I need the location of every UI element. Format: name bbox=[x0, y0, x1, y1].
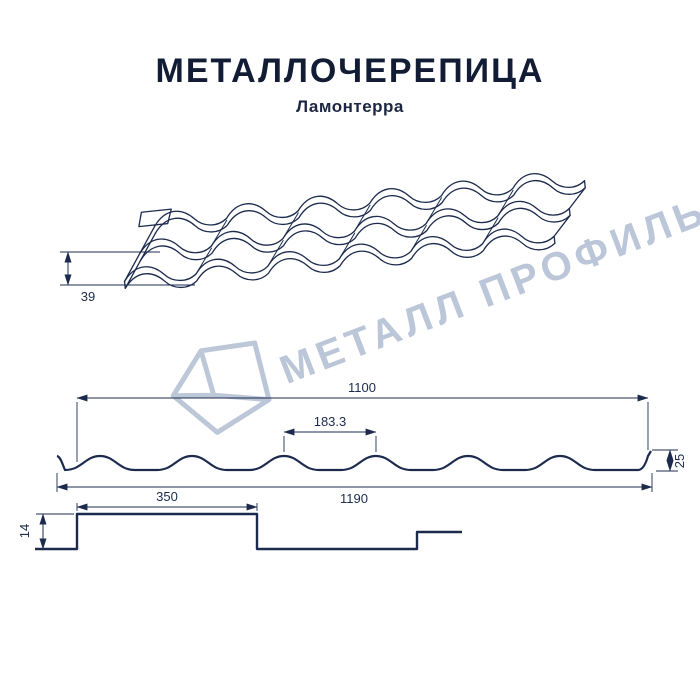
roof-right-edge bbox=[553, 180, 586, 244]
roof-row-2 bbox=[139, 200, 570, 255]
roof-row-3-step bbox=[124, 235, 556, 289]
step-outline bbox=[35, 512, 462, 551]
roof-left-edge bbox=[123, 225, 157, 289]
roof-ridge-cap bbox=[138, 208, 172, 228]
metall-profil-logo-icon bbox=[170, 340, 272, 435]
profile-outline bbox=[56, 450, 652, 472]
watermark: МЕТАЛЛ ПРОФИЛЬ bbox=[170, 189, 700, 435]
profile-cross-section: 1100 183.3 25 1190 bbox=[56, 380, 687, 506]
dim-eave-height-label: 39 bbox=[81, 289, 95, 304]
page-title: МЕТАЛЛОЧЕРЕПИЦА bbox=[155, 52, 545, 90]
roof-trough-lines bbox=[195, 189, 514, 275]
dim-module-length-label: 350 bbox=[156, 489, 178, 504]
dim-eave-height: 39 bbox=[60, 251, 195, 304]
perspective-roof-drawing bbox=[123, 173, 586, 289]
page-subtitle: Ламонтерра bbox=[296, 97, 404, 116]
watermark-text: МЕТАЛЛ ПРОФИЛЬ bbox=[274, 189, 700, 393]
dim-cover-width-label: 1100 bbox=[348, 380, 376, 395]
dim-wave-pitch-label: 183.3 bbox=[314, 414, 347, 429]
dim-profile-height-label: 25 bbox=[672, 454, 687, 468]
roof-row-1 bbox=[154, 173, 586, 227]
module-step-section: 350 14 bbox=[17, 489, 462, 551]
dim-step-height-label: 14 bbox=[17, 524, 32, 538]
roof-row-2-step bbox=[139, 207, 571, 262]
dim-overall-width-label: 1190 bbox=[340, 491, 368, 506]
roof-row-1-step bbox=[154, 180, 586, 234]
